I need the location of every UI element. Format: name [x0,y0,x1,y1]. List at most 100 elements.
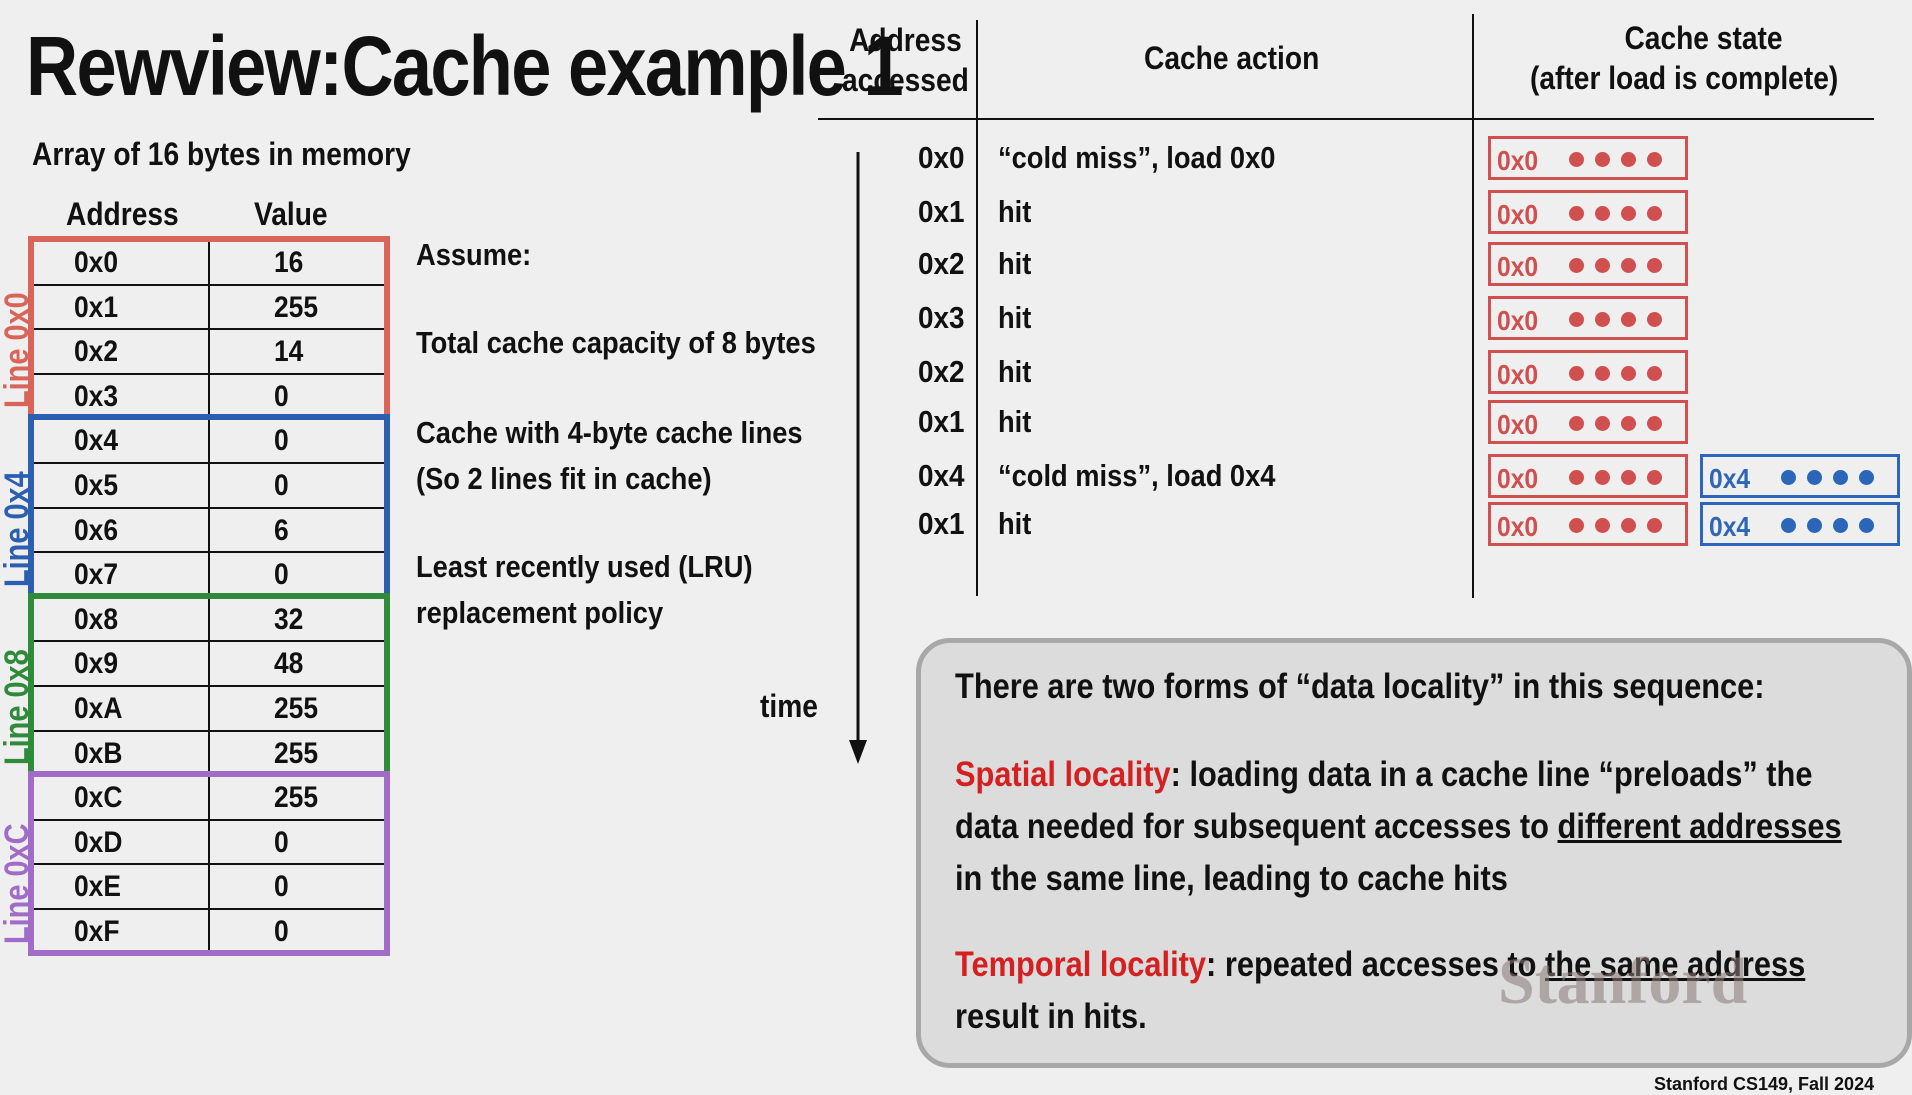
trace-action: “cold miss”, load 0x0 [998,140,1276,175]
memory-address-cell: 0xD [74,825,123,859]
memory-address-cell: 0x6 [74,513,119,547]
byte-dot-icon [1621,366,1636,381]
assume-policy-2: replacement policy [416,595,664,630]
trace-action: hit [998,506,1032,541]
trace-state-header-line1: Cache state [1624,20,1783,56]
byte-dot-icon [1595,366,1610,381]
trace-address: 0x2 [918,354,965,389]
cache-line-tag: 0x0 [1497,359,1539,390]
temporal-locality-term: Temporal locality [955,945,1207,984]
callout-spatial-line1: Spatial locality: loading data in a cach… [955,749,1812,801]
cache-line-tag: 0x0 [1497,145,1539,176]
memory-address-header: Address [66,196,179,232]
cache-line-bytes [1569,312,1662,327]
byte-dot-icon [1781,470,1796,485]
memory-value-cell: 0 [274,379,289,413]
cache-line-tag: 0x0 [1497,409,1539,440]
cache-line-tag: 0x0 [1497,199,1539,230]
trace-column-separator-2 [1472,14,1474,598]
callout-spatial-text2a: data needed for subsequent accesses to [955,807,1558,846]
cache-line-tag: 0x0 [1497,251,1539,282]
byte-dot-icon [1647,366,1662,381]
byte-dot-icon [1621,312,1636,327]
cache-line-state: 0x4 [1700,454,1900,498]
callout-spatial-line2: data needed for subsequent accesses to d… [955,801,1842,853]
cache-line-state: 0x0 [1488,350,1688,394]
assume-policy-1: Least recently used (LRU) [416,549,753,584]
memory-address-cell: 0xF [74,915,120,948]
memory-value-header: Value [254,196,328,232]
trace-column-separator-1 [976,20,978,596]
memory-value-cell: 32 [274,602,304,636]
trace-state-header-line2: (after load is complete) [1530,60,1839,96]
trace-action: hit [998,354,1032,389]
byte-dot-icon [1569,152,1584,167]
cache-line-bytes [1569,518,1662,533]
memory-address-cell: 0x3 [74,379,119,413]
memory-value-cell: 14 [274,335,304,369]
cache-line-tag: 0x0 [1497,511,1539,542]
trace-action: “cold miss”, load 0x4 [998,458,1276,493]
byte-dot-icon [1595,518,1610,533]
trace-action: hit [998,300,1032,335]
callout-temporal-text1a: : repeated accesses to [1206,945,1546,984]
trace-address: 0x4 [918,458,965,493]
byte-dot-icon [1647,258,1662,273]
byte-dot-icon [1569,312,1584,327]
cache-line-tag: 0x0 [1497,463,1539,494]
byte-dot-icon [1833,518,1848,533]
trace-address: 0x1 [918,506,965,541]
byte-dot-icon [1807,470,1822,485]
slide-title: Rewview:Cache example 1 [26,19,904,113]
trace-action: hit [998,194,1032,229]
byte-dot-icon [1595,416,1610,431]
memory-value-cell: 255 [274,736,319,770]
cache-line-bytes [1569,206,1662,221]
spatial-locality-term: Spatial locality [955,755,1171,794]
trace-address: 0x1 [918,194,965,229]
locality-callout: There are two forms of “data locality” i… [916,638,1912,1068]
memory-address-cell: 0x0 [74,246,119,279]
memory-address-cell: 0x8 [74,602,119,636]
callout-temporal-line2: result in hits. [955,997,1147,1036]
byte-dot-icon [1595,312,1610,327]
memory-address-cell: 0xA [74,692,123,725]
cache-line-group [28,771,390,956]
byte-dot-icon [1595,258,1610,273]
cache-line-bytes [1569,470,1662,485]
byte-dot-icon [1807,518,1822,533]
memory-row: 0xD 0 [30,820,390,864]
assume-heading: Assume: [416,237,532,272]
memory-value-cell: 6 [274,513,289,547]
memory-address-cell: 0x7 [74,558,119,592]
time-label: time [760,688,818,724]
trace-action: hit [998,246,1032,281]
cache-line-state: 0x0 [1488,454,1688,498]
memory-address-cell: 0x9 [74,647,119,681]
byte-dot-icon [1621,206,1636,221]
cache-line-bytes [1569,416,1662,431]
trace-address-header-line2: accessed [842,62,969,98]
callout-spatial-text1: : loading data in a cache line “preloads… [1170,755,1813,794]
byte-dot-icon [1647,470,1662,485]
cache-line-group [28,414,390,599]
trace-state-header: Cache state (after load is complete) [1530,18,1838,98]
trace-action-header: Cache action [1144,40,1320,76]
trace-address: 0x3 [918,300,965,335]
byte-dot-icon [1647,416,1662,431]
memory-value-cell: 0 [274,825,289,859]
byte-dot-icon [1647,312,1662,327]
memory-address-cell: 0xE [74,870,121,904]
byte-dot-icon [1621,470,1636,485]
memory-value-cell: 0 [274,469,289,502]
cache-line-state: 0x0 [1488,502,1688,546]
memory-row: 0x6 6 [30,508,390,552]
byte-dot-icon [1595,206,1610,221]
